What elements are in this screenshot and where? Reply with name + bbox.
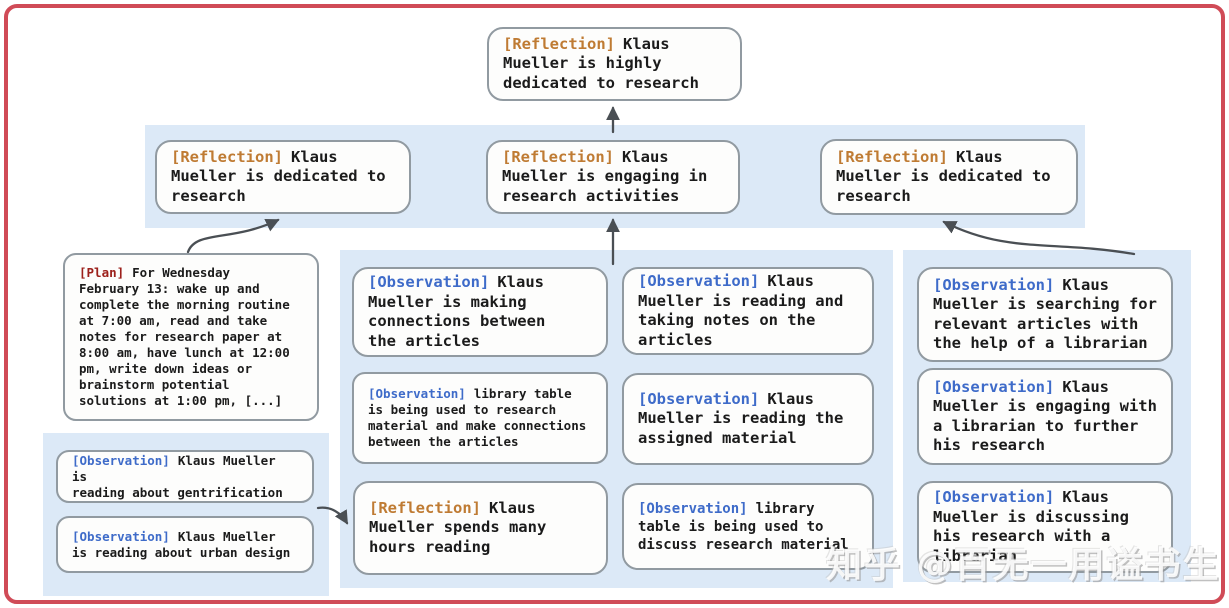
observation-tag: [Observation] <box>72 528 170 544</box>
node-text: Klaus Mueller is reading about gentrific… <box>72 452 283 500</box>
node-text: Klaus Mueller is highly dedicated to res… <box>503 34 699 92</box>
node-text: Klaus Mueller is making connections betw… <box>368 273 546 350</box>
node-plan: [Plan]For Wednesday February 13: wake up… <box>63 253 319 421</box>
node-text: Klaus Mueller is engaging with a librari… <box>933 377 1157 455</box>
observation-tag: [Observation] <box>638 500 748 517</box>
node-obs-library-research: [Observation]library table is being used… <box>352 372 608 464</box>
observation-tag: [Observation] <box>638 389 760 408</box>
node-text: library table is being used to discuss r… <box>638 500 849 553</box>
node-obs-urban: [Observation]Klaus Mueller is reading ab… <box>56 516 314 573</box>
node-text: Klaus Mueller is searching for relevant … <box>933 275 1157 353</box>
observation-tag: [Observation] <box>72 452 170 468</box>
node-obs-connections: [Observation]Klaus Mueller is making con… <box>352 267 608 357</box>
watermark-zhihu: 知乎 @百无一用谥书生 <box>826 545 1221 586</box>
reflection-tag: [Reflection] <box>503 34 615 53</box>
observation-tag: [Observation] <box>933 488 1055 506</box>
reflection-tag: [Reflection] <box>171 147 283 166</box>
node-obs-library-discuss: [Observation]library table is being used… <box>622 483 874 570</box>
observation-tag: [Observation] <box>933 377 1055 396</box>
node-obs-engaging: [Observation]Klaus Mueller is engaging w… <box>917 368 1173 465</box>
node-text: Klaus Mueller is engaging in research ac… <box>502 147 708 205</box>
node-text: Klaus Mueller is discussing his research… <box>933 488 1129 565</box>
node-text: library table is being used to research … <box>368 386 587 449</box>
node-reflection-middle: [Reflection]Klaus Mueller is engaging in… <box>486 140 740 214</box>
node-text: Klaus Mueller is reading and taking note… <box>638 272 844 349</box>
node-root-reflection: [Reflection]Klaus Mueller is highly dedi… <box>487 27 742 101</box>
reflection-tag: [Reflection] <box>369 498 481 517</box>
node-obs-searching: [Observation]Klaus Mueller is searching … <box>917 267 1173 362</box>
node-text: Klaus Mueller is dedicated to research <box>836 147 1051 205</box>
node-text: For Wednesday February 13: wake up and c… <box>79 265 290 408</box>
node-reflection-right: [Reflection]Klaus Mueller is dedicated t… <box>820 139 1078 215</box>
plan-tag: [Plan] <box>79 265 125 280</box>
observation-tag: [Observation] <box>638 272 760 290</box>
observation-tag: [Observation] <box>368 386 466 401</box>
node-obs-gentrification: [Observation]Klaus Mueller is reading ab… <box>56 450 314 503</box>
node-obs-notes: [Observation]Klaus Mueller is reading an… <box>622 267 874 355</box>
reflection-tag: [Reflection] <box>502 147 614 166</box>
node-reflection-left: [Reflection]Klaus Mueller is dedicated t… <box>155 140 411 214</box>
node-text: Klaus Mueller is reading about urban des… <box>72 528 291 560</box>
reflection-tag: [Reflection] <box>836 147 948 166</box>
node-obs-assigned: [Observation]Klaus Mueller is reading th… <box>622 373 874 465</box>
node-text: Klaus Mueller spends many hours reading <box>369 498 547 556</box>
node-text: Klaus Mueller is dedicated to research <box>171 147 386 205</box>
observation-tag: [Observation] <box>933 275 1055 294</box>
observation-tag: [Observation] <box>368 273 490 291</box>
node-text: Klaus Mueller is reading the assigned ma… <box>638 389 844 447</box>
node-reflection-hours: [Reflection]Klaus Mueller spends many ho… <box>353 481 608 575</box>
node-obs-discussing: [Observation]Klaus Mueller is discussing… <box>917 481 1173 573</box>
